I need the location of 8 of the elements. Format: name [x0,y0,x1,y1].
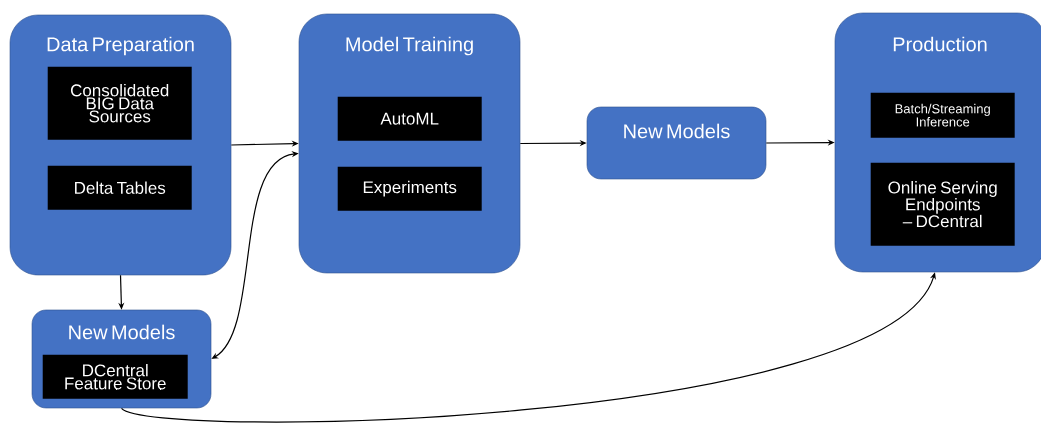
component-box: Batch/Streaming Inference [870,92,1015,138]
stage-box: New Models [586,106,767,180]
component-box: Online Serving Endpoints – DCentral [870,162,1015,246]
component-box: Delta Tables [47,165,192,210]
component-box: Experiments [337,166,482,211]
component-box: DCentral Feature Store [42,354,188,399]
component-box: AutoML [337,96,482,141]
component-box: Consolidated BIG Data Sources [47,66,192,140]
